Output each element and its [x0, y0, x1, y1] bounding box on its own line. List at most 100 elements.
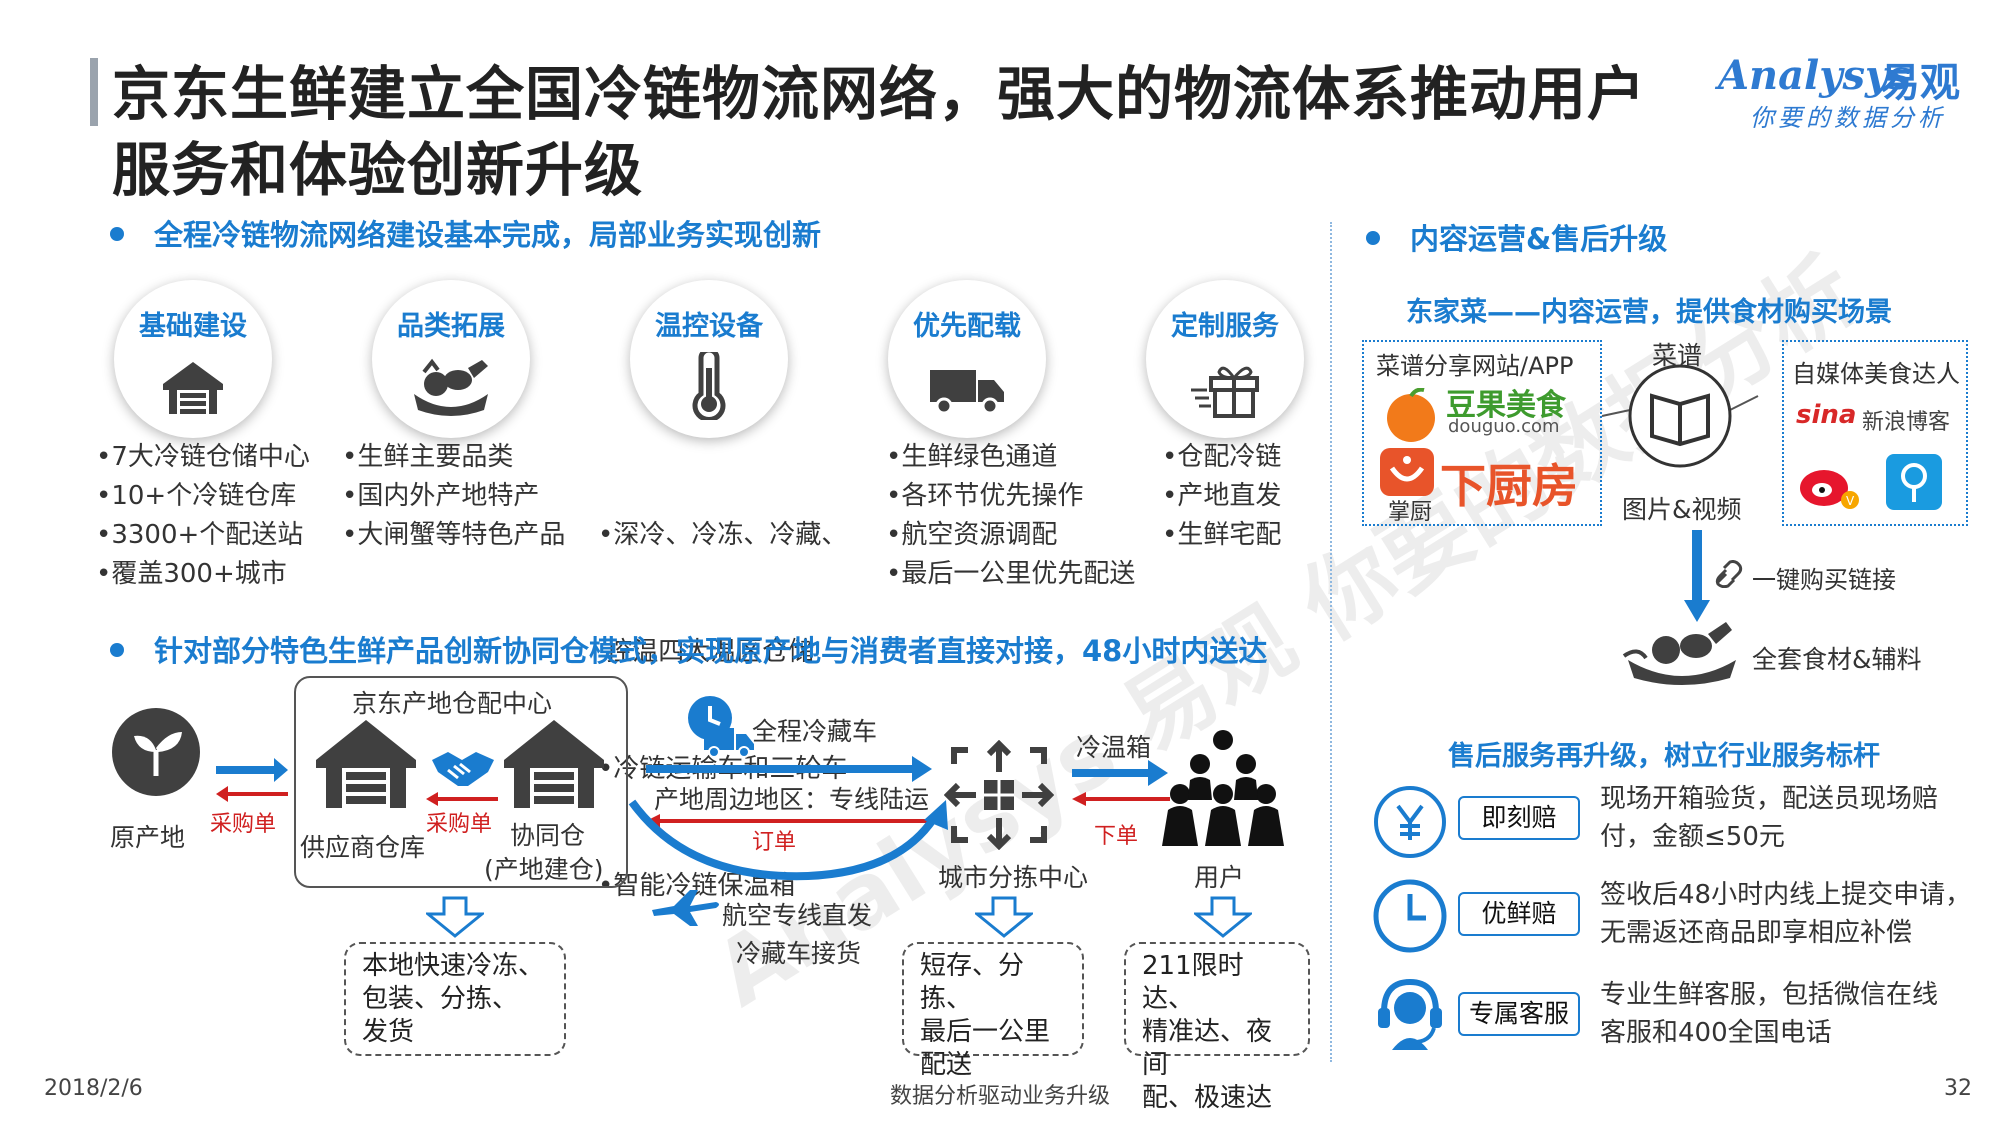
section2-heading: 针对部分特色生鲜产品创新协同仓模式，实现原产地与消费者直接对接，48小时内送达 — [110, 628, 1267, 670]
media-app-icon — [1886, 454, 1942, 510]
sina-logo: sina — [1796, 400, 1857, 430]
feature-item: •3300+个配送站 — [96, 520, 304, 550]
footer-center-text: 数据分析驱动业务升级 — [890, 1084, 1111, 1109]
gift-icon — [1191, 366, 1259, 418]
box-line: 配、极速达 — [1142, 1083, 1273, 1113]
cold-truck-icon — [704, 728, 754, 758]
exclusive-service-desc: 专业生鲜客服，包括微信在线 客服和400全国电话 — [1600, 976, 1938, 1052]
media-label: 自媒体美食达人 — [1792, 360, 1960, 388]
feature-item: •最后一公里优先配送 — [886, 559, 1136, 589]
warehouse-icon — [163, 362, 223, 414]
desc-line: 客服和400全国电话 — [1600, 1018, 1832, 1048]
arrow-to-sorting — [646, 756, 932, 782]
exclusive-service-button[interactable]: 专属客服 — [1458, 992, 1580, 1036]
supplier-warehouse-label: 供应商仓库 — [300, 833, 426, 862]
fresh-compensation-button[interactable]: 优鲜赔 — [1458, 892, 1580, 936]
section2-heading-text: 针对部分特色生鲜产品创新协同仓模式，实现原产地与消费者直接对接，48小时内送达 — [154, 634, 1268, 668]
right-heading-text: 内容运营&售后升级 — [1410, 222, 1668, 256]
recipe-sites-label: 菜谱分享网站/APP — [1376, 352, 1574, 380]
instant-compensation-desc: 现场开箱验货，配送员现场赔 付，金额≤50元 — [1600, 780, 1938, 856]
origin-label: 原产地 — [110, 823, 186, 852]
cold-truck-label: 全程冷藏车 — [752, 717, 878, 746]
box-line: 本地快速冷冻、 — [362, 951, 545, 981]
arrow-to-user — [1072, 760, 1168, 786]
feature-list-infrastructure: •7大冷链仓储中心 •10+个冷链仓库 •3300+个配送站 •覆盖300+城市 — [96, 438, 310, 594]
down-arrow-2 — [975, 896, 1033, 938]
circle-label: 定制服务 — [1171, 311, 1279, 342]
feature-list-category: •生鲜主要品类 •国内外产地特产 •大闸蟹等特色产品 — [342, 438, 565, 555]
feature-item: •深冷、冷冻、冷藏、 — [598, 520, 848, 550]
desc-line: 现场开箱验货，配送员现场赔 — [1600, 784, 1939, 814]
after-sales-subheading: 售后服务再升级，树立行业服务标杆 — [1448, 741, 1880, 772]
place-order-arrow — [1072, 792, 1170, 806]
logo-analysys: Analysys — [1718, 52, 1911, 99]
yen-icon — [1374, 786, 1446, 858]
recipe-sites-box — [1362, 340, 1602, 526]
feature-item: 控温四大温区仓储 — [598, 637, 815, 667]
circle-priority-loading: 优先配载 — [888, 280, 1046, 438]
bullet-dot — [110, 227, 124, 241]
book-circle-icon — [1601, 364, 1759, 468]
feature-item: •覆盖300+城市 — [96, 559, 287, 589]
box-line: 精准达、夜间 — [1142, 1017, 1273, 1080]
origin-center-box — [294, 676, 628, 888]
purchase-arrow-2 — [426, 792, 498, 806]
box-line: 发货 — [362, 1017, 415, 1047]
feature-item: •仓配冷链 — [1162, 442, 1282, 472]
feature-list-priority: •生鲜绿色通道 •各环节优先操作 •航空资源调配 •最后一公里优先配送 — [886, 438, 1135, 594]
origin-center-title: 京东产地仓配中心 — [352, 689, 553, 718]
zhangchu-logo-icon — [1380, 448, 1434, 496]
box-line: 配送 — [920, 1050, 973, 1080]
feature-item: •航空资源调配 — [886, 520, 1058, 550]
zhangchu-label: 掌厨 — [1388, 500, 1433, 525]
desc-line: 专业生鲜客服，包括微信在线 — [1600, 980, 1939, 1010]
circle-label: 优先配载 — [913, 311, 1021, 342]
sorting-center-icon — [944, 740, 1054, 850]
feature-item: •生鲜宅配 — [1162, 520, 1282, 550]
bullet-dot — [1366, 231, 1380, 245]
purchase-order-label-2: 采购单 — [426, 812, 493, 837]
title-accent-bar — [90, 58, 98, 126]
circle-label: 品类拓展 — [397, 311, 505, 342]
supplier-warehouse-icon — [316, 720, 416, 808]
feature-item: •生鲜绿色通道 — [886, 442, 1058, 472]
douguo-logo-icon — [1387, 388, 1435, 442]
vegetables-icon — [414, 358, 488, 416]
feature-item: •生鲜主要品类 — [342, 442, 514, 472]
circle-category-expansion: 品类拓展 — [372, 280, 530, 438]
box-line: 短存、分拣、 — [920, 951, 1025, 1014]
content-ops-subheading: 东家菜——内容运营，提供食材购买场景 — [1406, 297, 1892, 328]
douguo-name: 豆果美食 — [1446, 388, 1566, 423]
circle-label: 基础建设 — [139, 311, 247, 342]
truck-icon — [930, 370, 1004, 415]
down-flow-arrow — [1684, 530, 1710, 622]
media-box — [1782, 340, 1968, 526]
column-divider — [1330, 222, 1332, 1062]
ingredients-label: 全套食材&辅料 — [1752, 645, 1922, 674]
arrows-origin — [216, 758, 288, 802]
right-heading: 内容运营&售后升级 — [1366, 216, 1667, 258]
instant-compensation-button[interactable]: 即刻赔 — [1458, 796, 1580, 840]
logo-yiguan: 易观 — [1880, 60, 1960, 106]
page-number: 32 — [1944, 1076, 1972, 1101]
collab-warehouse-sub: (产地建仓) — [484, 855, 604, 884]
pic-video-label: 图片&视频 — [1622, 495, 1742, 524]
down-arrow-3 — [1194, 896, 1252, 938]
link-icon — [1715, 560, 1743, 588]
thermometer-icon — [692, 352, 726, 420]
delivery-options-box: 211限时达、 精准达、夜间 配、极速达 — [1124, 942, 1310, 1113]
svg-text:V: V — [1846, 494, 1855, 508]
feature-list-temperature: •深冷、冷冻、冷藏、 控温四大温区仓储 •冷链运输车和三轮车 •智能冷链保温箱 — [598, 438, 847, 945]
users-icon — [1162, 730, 1284, 846]
handshake-icon — [432, 752, 494, 786]
sorting-center-label: 城市分拣中心 — [938, 863, 1089, 892]
douguo-domain: douguo.com — [1448, 416, 1560, 437]
box-line: 211限时达、 — [1142, 951, 1244, 1014]
cool-box-label: 冷温箱 — [1076, 733, 1152, 762]
airplane-icon — [652, 890, 719, 926]
box-line: 包装、分拣、 — [362, 984, 519, 1014]
circle-label: 温控设备 — [655, 311, 763, 342]
order-label: 订单 — [752, 830, 797, 855]
circle-temperature-control: 温控设备 — [630, 280, 788, 438]
bullet-dot — [110, 643, 124, 657]
